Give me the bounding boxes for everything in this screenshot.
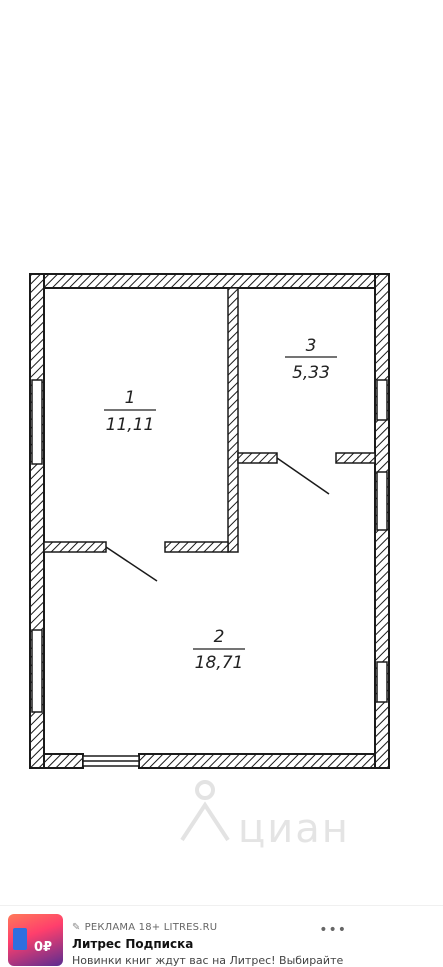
wall-room3-right-stub (335, 452, 376, 464)
ad-badge-icon: ✎ (72, 922, 81, 933)
interior-walls (43, 287, 376, 553)
room-1-label: 1 11,11 (104, 388, 156, 435)
ad-meta: ✎РЕКЛАМА 18+ LITRES.RU (72, 922, 217, 933)
window-left-bottom (31, 629, 43, 713)
wall-room3-left-stub (237, 452, 278, 464)
wall-top (29, 273, 390, 289)
room-2-area: 18,71 (195, 653, 244, 673)
ad-description: Новинки книг ждут вас на Литрес! Выбирай… (72, 954, 344, 967)
door-room3 (276, 457, 330, 495)
ad-thumb-price: 0₽ (34, 940, 53, 955)
door-room1 (105, 546, 158, 582)
room-3-number: 3 (306, 336, 317, 356)
cian-logo-icon (180, 780, 230, 842)
room-2-label: 2 18,71 (193, 627, 245, 673)
doors (105, 457, 330, 582)
window-left-top (31, 379, 43, 465)
book-icon (13, 928, 27, 950)
watermark-text: циан (238, 806, 350, 852)
room-3-label: 3 5,33 (285, 336, 337, 383)
wall-partition-vertical (227, 287, 239, 553)
window-right-bottom (376, 661, 388, 703)
watermark: циан (180, 780, 350, 852)
more-dots-icon[interactable]: ••• (319, 922, 347, 938)
ad-label: РЕКЛАМА (84, 922, 136, 933)
window-right-top (376, 379, 388, 421)
wall-room1-left-stub (43, 541, 107, 553)
outer-walls (29, 273, 390, 769)
ad-thumbnail[interactable]: 0₽ (8, 914, 63, 966)
floor-plan: циан 1 11,11 2 18,71 3 5,33 (29, 273, 390, 852)
wall-room1-right-stub (164, 541, 229, 553)
room-1-area: 11,11 (106, 415, 155, 435)
ad-age: 18+ (138, 922, 161, 933)
ad-title[interactable]: Литрес Подписка (72, 937, 194, 951)
room-3-area: 5,33 (292, 363, 330, 383)
room-1-number: 1 (125, 388, 136, 408)
ad-banner[interactable]: 0₽ ✎РЕКЛАМА 18+ LITRES.RU ••• Литрес Под… (0, 905, 443, 967)
ad-domain: LITRES.RU (163, 922, 218, 933)
wall-bottom-right (138, 753, 390, 769)
window-bottom (82, 755, 140, 767)
room-2-number: 2 (214, 627, 225, 647)
window-right-middle (376, 471, 388, 531)
windows (31, 379, 388, 767)
